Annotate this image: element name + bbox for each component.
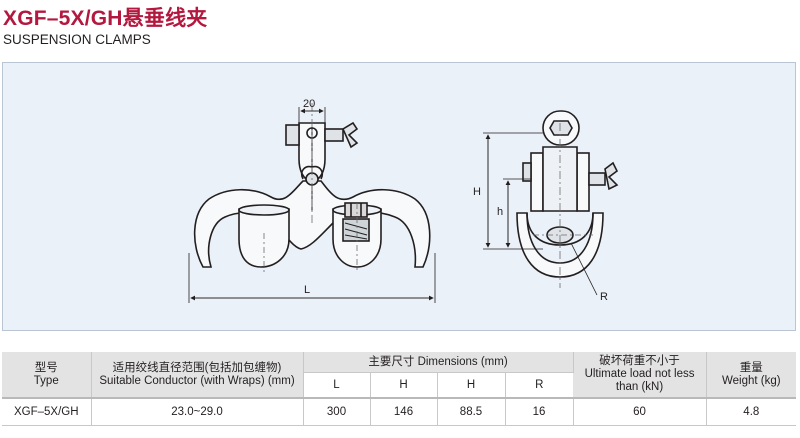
cell-type: XGF–5X/GH [2, 397, 92, 426]
table-row: XGF–5X/GH 23.0~29.0 300 146 88.5 16 60 4… [2, 397, 797, 426]
technical-drawing-panel: 20 L [2, 62, 796, 331]
header-type: 型号 Type [2, 352, 92, 398]
front-view [188, 103, 436, 303]
cell-H2: 88.5 [437, 397, 506, 426]
nut [344, 202, 368, 218]
subheader-h: H [437, 372, 506, 398]
cell-conductor: 23.0~29.0 [91, 397, 304, 426]
table-header-row: 型号 Type 适用绞线直径范围(包括加包缠物) Suitable Conduc… [2, 352, 797, 398]
subheader-H: H [370, 372, 438, 398]
cell-load: 60 [573, 397, 707, 426]
dim-label-h: h [497, 206, 503, 218]
dim-label-20: 20 [303, 98, 315, 110]
spec-table: 型号 Type 适用绞线直径范围(包括加包缠物) Suitable Conduc… [2, 352, 797, 426]
header-conductor: 适用绞线直径范围(包括加包缠物) Suitable Conductor (wit… [91, 352, 304, 398]
cell-weight: 4.8 [706, 397, 797, 426]
header-ultimate-load: 破坏荷重不小于 Ultimate load not less than (kN) [573, 352, 707, 398]
dim-label-R: R [600, 291, 608, 303]
cell-H1: 146 [370, 397, 438, 426]
top-bolt-head [285, 124, 300, 146]
subheader-L: L [303, 372, 371, 398]
cell-L: 300 [303, 397, 371, 426]
side-view [483, 110, 619, 296]
page-title: XGF–5X/GH悬垂线夹 [3, 7, 208, 30]
dim-label-L: L [304, 284, 310, 296]
u-body [516, 212, 604, 278]
subheader-R: R [505, 372, 574, 398]
header-weight: 重量 Weight (kg) [706, 352, 797, 398]
dim-label-H: H [473, 186, 481, 198]
page-subtitle: SUSPENSION CLAMPS [3, 32, 151, 47]
cell-R: 16 [505, 397, 574, 426]
header-dimensions: 主要尺寸 Dimensions (mm) [303, 352, 574, 373]
table-subheader-row: L H H R [2, 372, 796, 398]
clamp-drawing: 20 L [188, 98, 619, 303]
